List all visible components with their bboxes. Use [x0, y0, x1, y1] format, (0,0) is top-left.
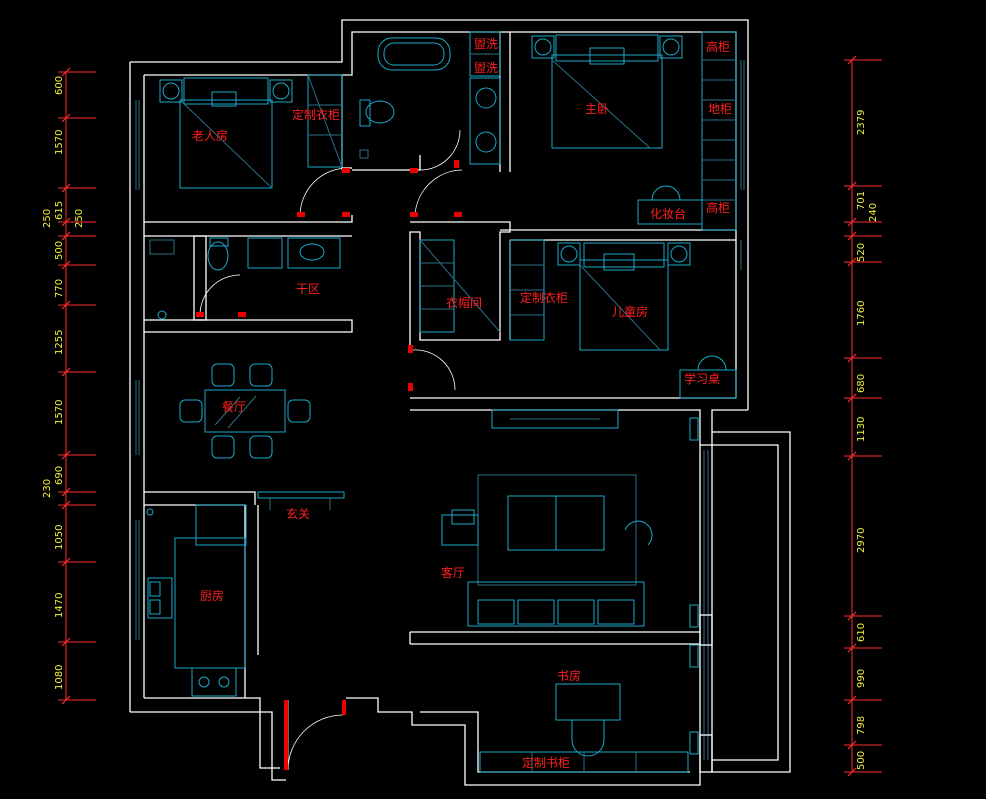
tv-cabinet: [491, 409, 619, 429]
label-master-bedroom: 主卧: [585, 102, 609, 116]
dim-right-500: 500: [856, 751, 867, 770]
dim-left-230: 230: [42, 479, 53, 498]
dim-right-240: 240: [868, 203, 879, 222]
dim-right-2970: 2970: [856, 528, 867, 553]
dim-left-250b: 250: [74, 209, 85, 228]
dim-right-2379: 2379: [856, 110, 867, 135]
dim-right-610: 610: [856, 623, 867, 642]
label-custom-wardrobe-1: 定制衣柜: [292, 107, 340, 122]
label-kids-room: 儿童房: [612, 304, 648, 319]
dim-right-990: 990: [856, 669, 867, 688]
label-dresser: 化妆台: [650, 206, 686, 221]
master-cabinets: [701, 31, 737, 231]
dim-left-770: 770: [54, 279, 65, 298]
room-labels: 老人房 定制衣柜 盥洗 盥洗 主卧 高柜 地柜 化妆台 高柜 干区 衣帽间 定制…: [192, 37, 732, 770]
label-cloakroom: 衣帽间: [446, 295, 482, 310]
dim-right-1760: 1760: [856, 301, 867, 326]
dry-area-fixtures: [149, 237, 341, 320]
dim-right-798: 798: [856, 716, 867, 735]
dim-right-520: 520: [856, 243, 867, 262]
elder-room-bed: [159, 77, 293, 189]
dim-left-1570: 1570: [54, 130, 65, 155]
label-study-desk: 学习桌: [684, 371, 720, 386]
study-desk: [555, 683, 621, 757]
study-desk-kids: [679, 355, 737, 399]
label-study: 书房: [557, 668, 581, 683]
dresser-table: [637, 185, 703, 225]
dim-left-500: 500: [54, 241, 65, 260]
label-dining: 餐厅: [222, 399, 246, 414]
dim-left-690: 690: [54, 466, 65, 485]
cloakroom-cabinets: [419, 239, 545, 341]
dim-left-1470: 1470: [54, 593, 65, 618]
toilet-master: [359, 99, 395, 127]
custom-bookcase-shelf: [479, 751, 689, 773]
label-living-room: 客厅: [441, 565, 465, 580]
dining-table: [179, 363, 311, 459]
elder-wardrobe: [307, 74, 343, 168]
dim-left-1080: 1080: [54, 665, 65, 690]
dim-left-600: 600: [54, 76, 65, 95]
walls: [129, 19, 791, 786]
dim-right-680: 680: [856, 374, 867, 393]
sofa-set: [441, 474, 653, 627]
label-bathroom-cabinet-2: 盥洗: [474, 61, 498, 75]
vanity-double: [469, 31, 501, 165]
right-dimension-chain: 2379 701 240 520 1760 680 1130 2970 610 …: [844, 55, 882, 777]
left-dimension-chain: 600 1570 250 615 250 500 770 1255 1570 2…: [42, 67, 96, 705]
label-elder-room: 老人房: [192, 128, 228, 143]
kitchen-counter: [146, 504, 247, 697]
doors: [196, 129, 463, 771]
label-foyer: 玄关: [286, 506, 310, 521]
dim-left-1255: 1255: [54, 330, 65, 355]
label-tall-cabinet-2: 高柜: [706, 200, 730, 215]
label-custom-bookcase: 定制书柜: [522, 755, 570, 770]
kids-bed: [557, 242, 691, 351]
dim-left-250a: 250: [42, 209, 53, 228]
label-dry-area: 干区: [296, 282, 320, 296]
dim-left-1050: 1050: [54, 525, 65, 550]
foyer-cabinet: [257, 491, 345, 510]
label-tall-cabinet-1: 高柜: [706, 39, 730, 54]
furniture: [146, 31, 737, 773]
label-bathroom-cabinet-1: 盥洗: [474, 37, 498, 51]
label-custom-wardrobe-2: 定制衣柜: [520, 290, 568, 305]
master-bed: [531, 34, 683, 149]
dim-right-1130: 1130: [856, 417, 867, 442]
dim-right-701: 701: [856, 191, 867, 210]
bathtub: [377, 37, 451, 71]
dim-left-615: 615: [54, 201, 65, 220]
label-kitchen: 厨房: [200, 588, 224, 603]
label-floor-cabinet: 地柜: [708, 102, 732, 116]
dim-left-1570b: 1570: [54, 400, 65, 425]
